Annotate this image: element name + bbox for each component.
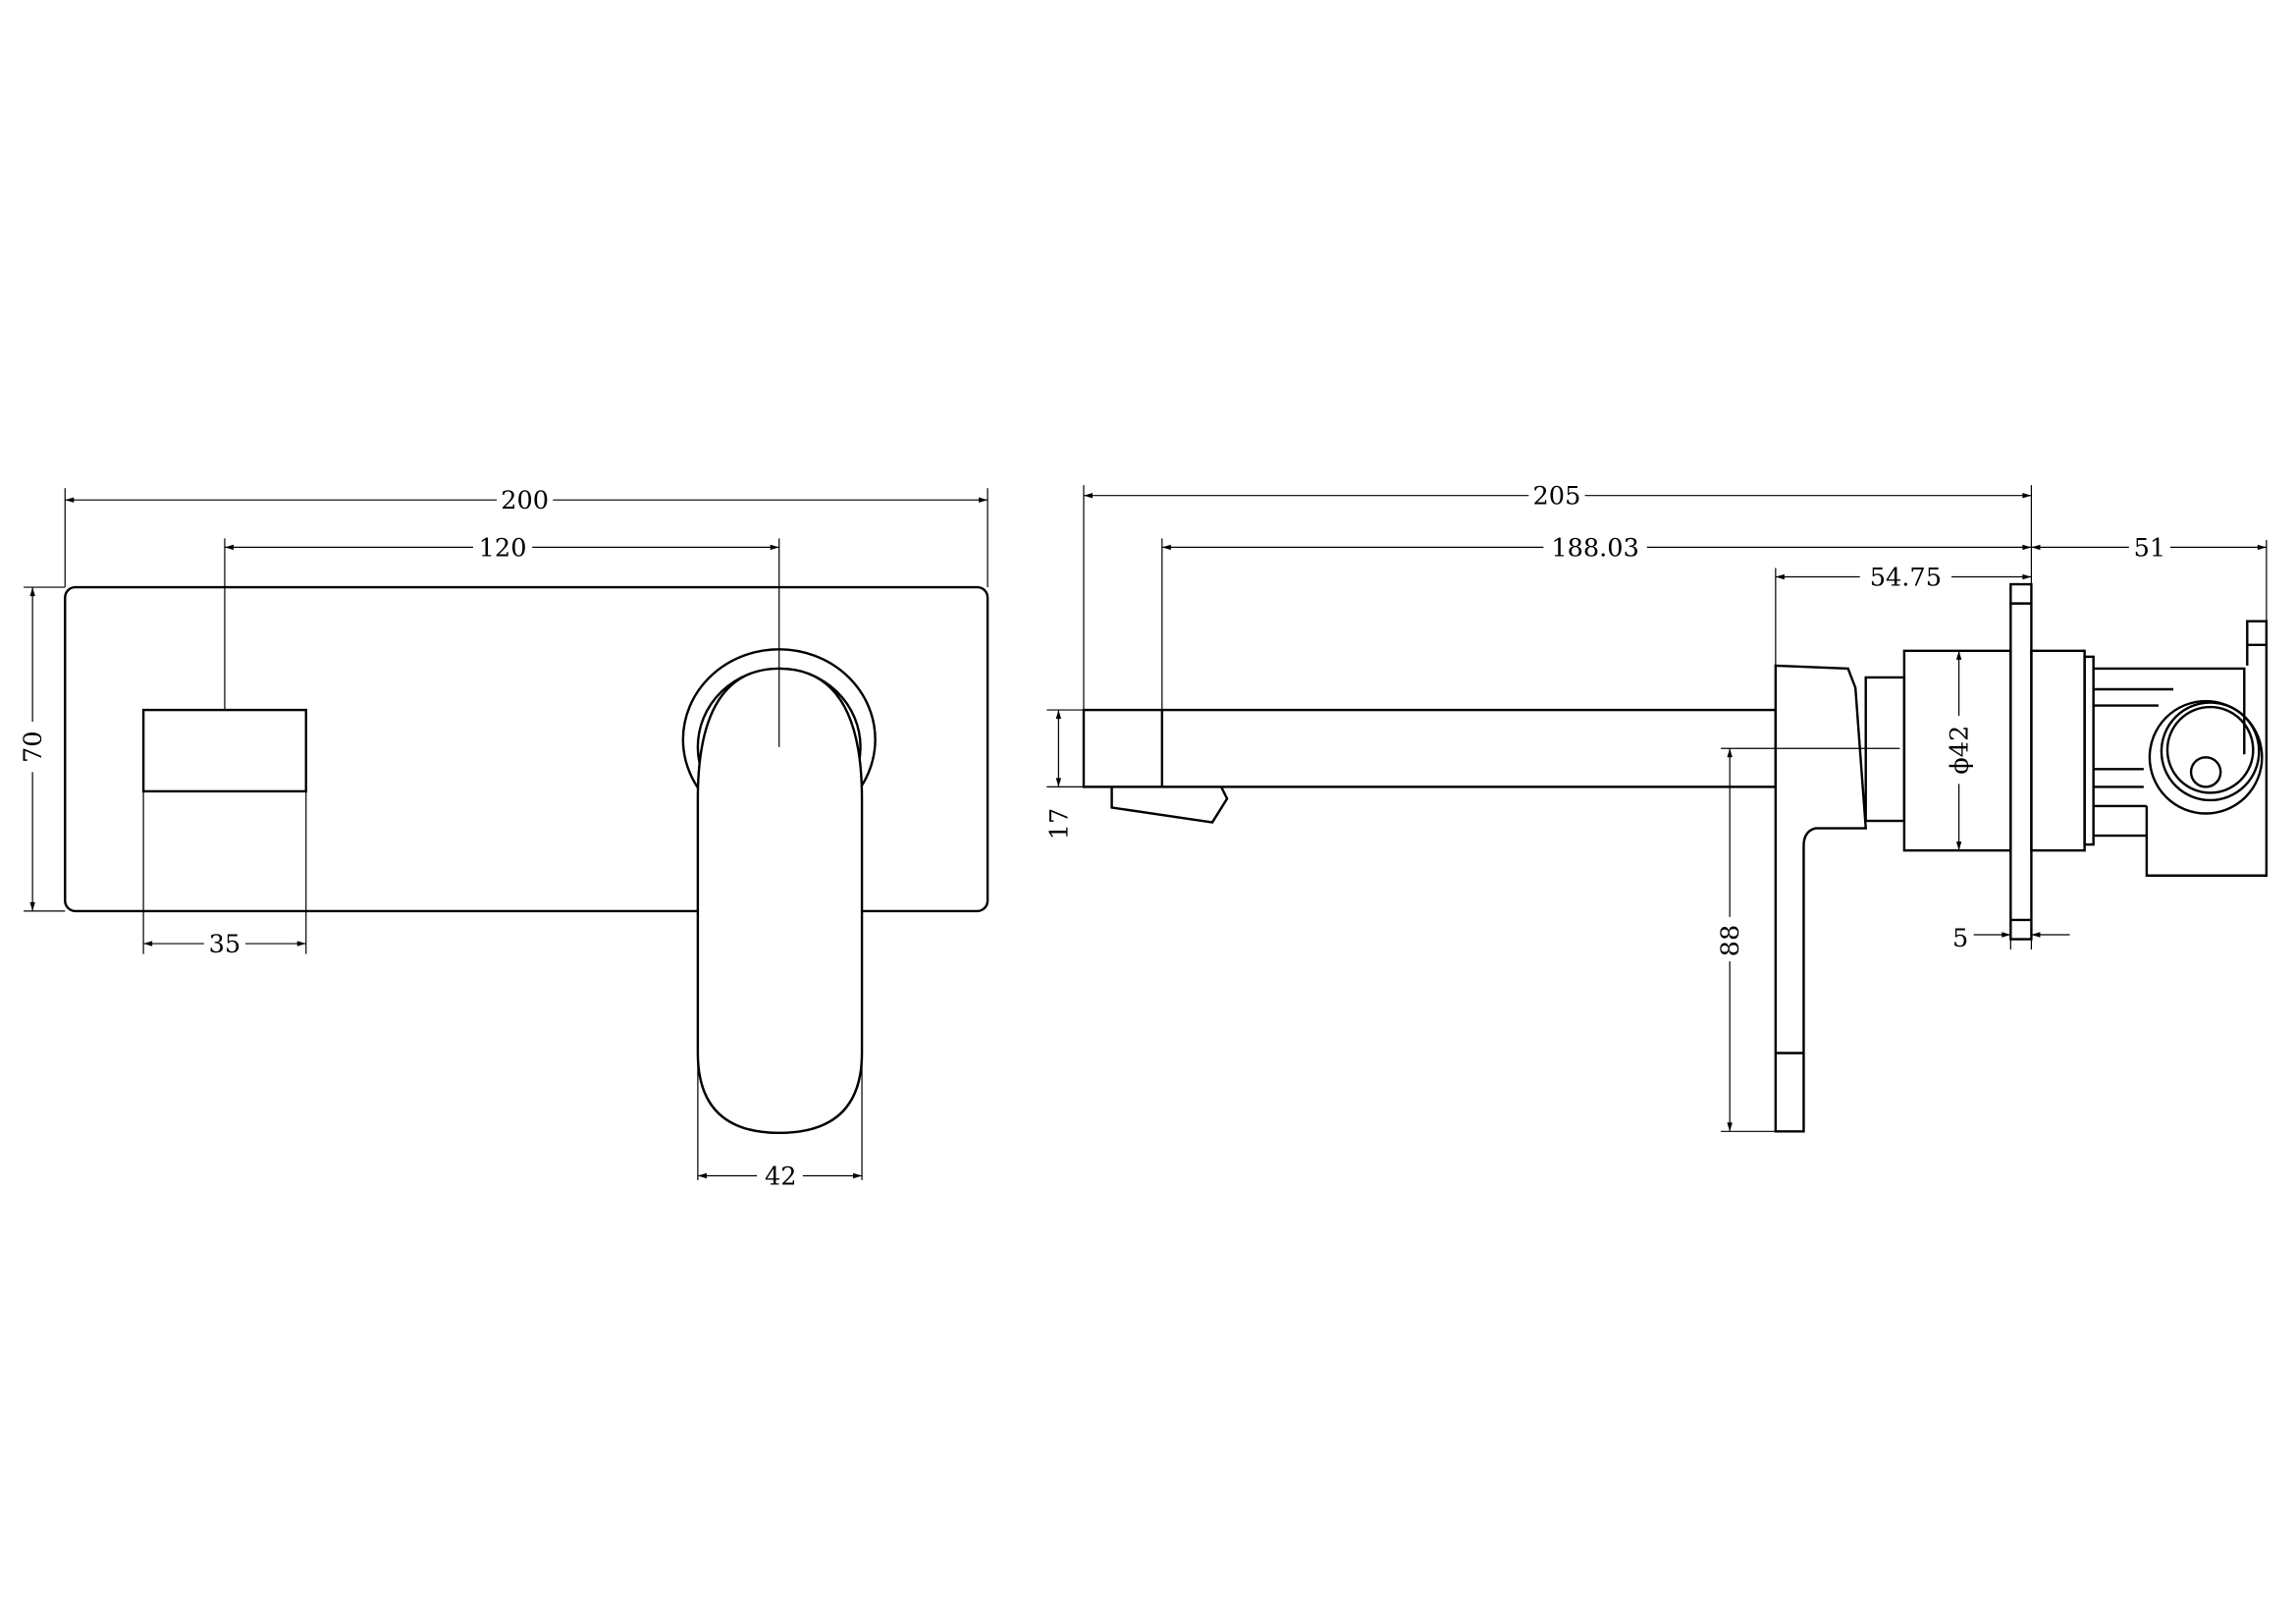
dim-42: 42	[765, 1163, 797, 1192]
dim-200: 200	[501, 486, 549, 515]
spout-outlet	[141, 708, 307, 793]
dim-5: 5	[1952, 924, 1968, 953]
side-view: 205 188.03 54.75 51 17 88 ϕ42 5	[1044, 482, 2269, 1133]
dim-205: 205	[1533, 482, 1581, 512]
front-view: 200 120 70 35 42	[19, 486, 989, 1192]
valve-inlet-hole	[2189, 756, 2222, 788]
dim-188-03: 188.03	[1551, 533, 1639, 563]
wall-plate	[64, 585, 989, 913]
dim-70: 70	[19, 731, 48, 763]
wall-flange	[2009, 582, 2033, 941]
dim-88: 88	[1716, 925, 1745, 957]
dim-54-75: 54.75	[1870, 564, 1942, 593]
dim-51: 51	[2134, 533, 2166, 563]
collar	[1864, 676, 1906, 823]
valve-body	[2030, 649, 2086, 852]
lever-handle	[696, 667, 864, 1135]
valve-inlet-outer	[2148, 699, 2264, 815]
dim-17: 17	[1044, 808, 1074, 840]
spout	[1082, 708, 1778, 788]
dim-35: 35	[209, 930, 241, 959]
dim-120: 120	[479, 533, 527, 563]
mounting-bracket	[2145, 620, 2269, 877]
lever-side	[1774, 664, 1868, 1133]
aerator	[1110, 785, 1229, 824]
dim-diameter-42: ϕ42	[1946, 726, 1975, 775]
